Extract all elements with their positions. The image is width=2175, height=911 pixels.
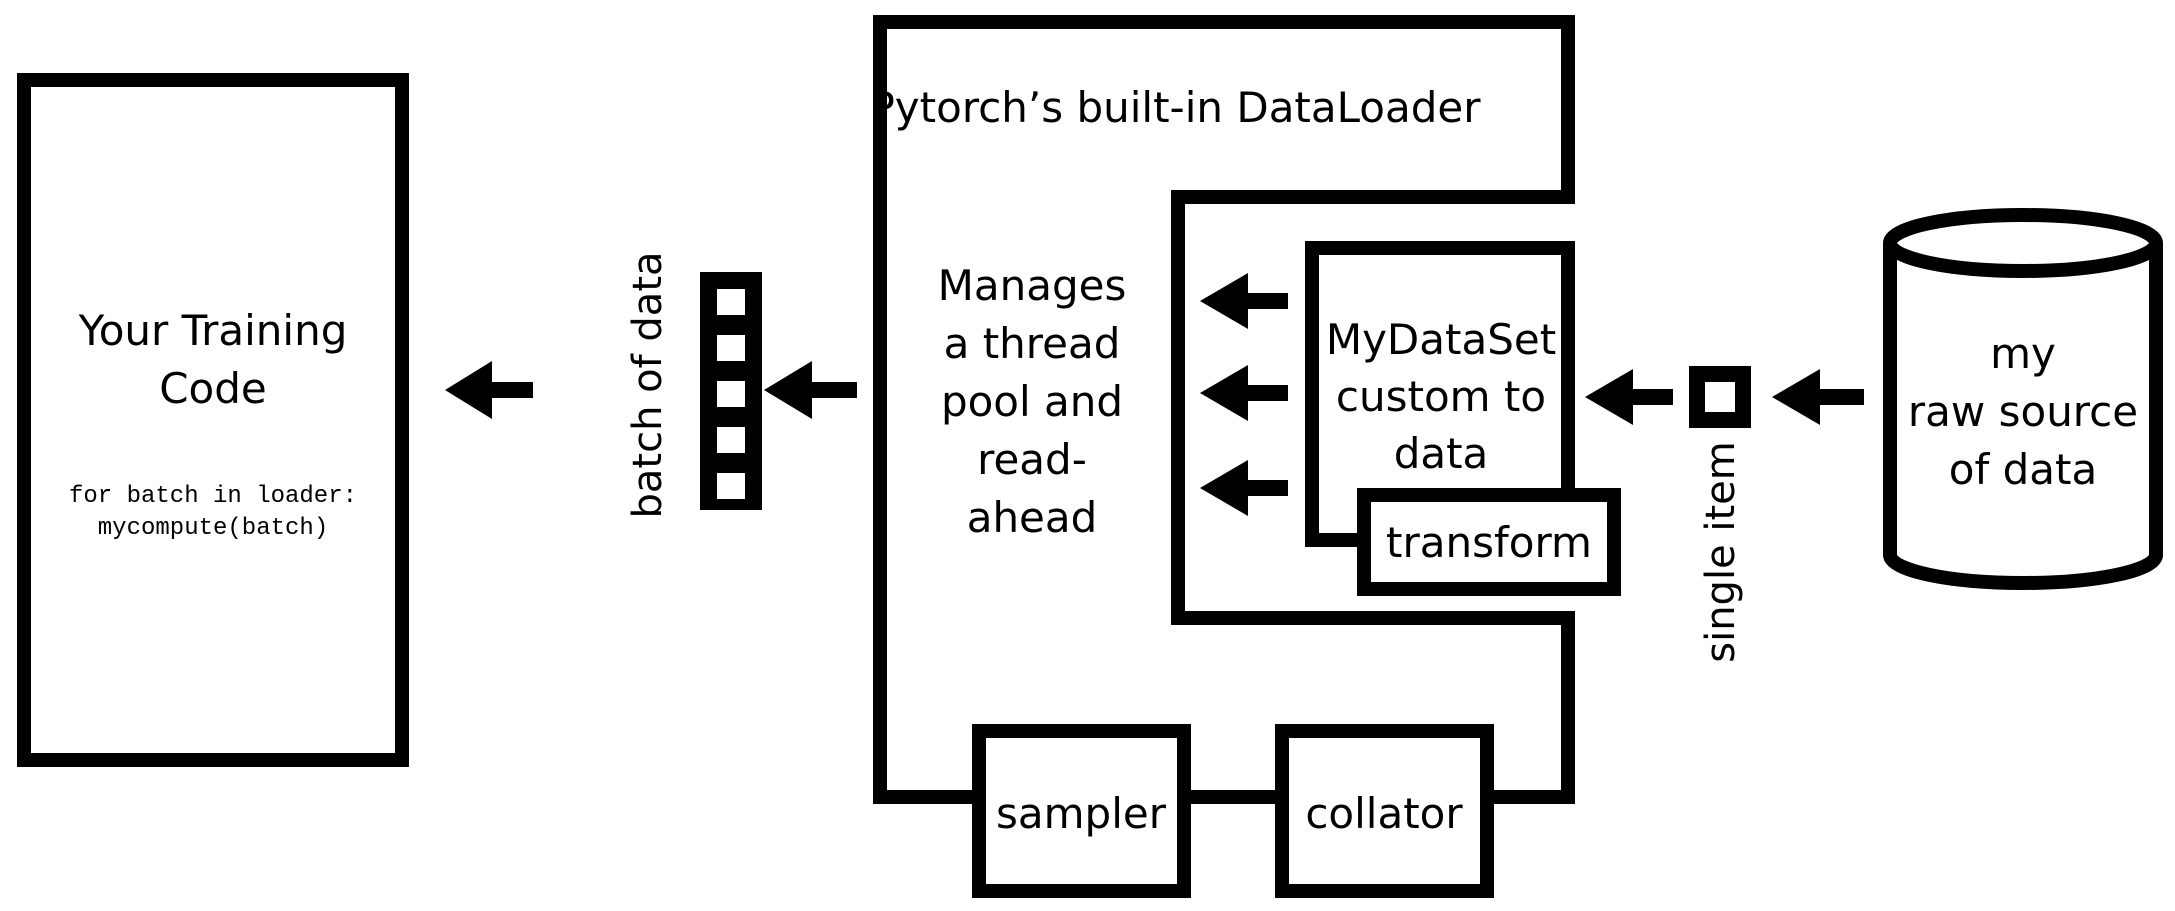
- left-arrow-icon: [1585, 369, 1673, 425]
- training-code-line1: for batch in loader:: [69, 483, 357, 510]
- mydataset-line2: custom to: [1336, 372, 1546, 421]
- source-line3: of data: [1949, 445, 2097, 494]
- sampler-label: sampler: [996, 789, 1167, 838]
- source-line2: raw source: [1908, 387, 2138, 436]
- mydataset-line3: data: [1394, 429, 1489, 478]
- source-line1: my: [1990, 329, 2056, 378]
- dataloader-desc-line5: ahead: [967, 493, 1098, 542]
- left-arrow-icon: [764, 361, 857, 419]
- single-item-label: single item: [1698, 441, 1744, 663]
- left-arrow-icon: [445, 361, 533, 419]
- collator-label: collator: [1305, 789, 1463, 838]
- training-title-line1: Your Training: [78, 306, 348, 355]
- dataloader-desc-line1: Manages: [938, 261, 1127, 310]
- left-arrow-icon: [1200, 460, 1288, 516]
- training-code-box: Your Training Code for batch in loader: …: [17, 73, 409, 767]
- training-title-line2: Code: [159, 364, 267, 413]
- sampler-box: sampler: [972, 724, 1191, 898]
- dataloader-desc-line3: pool and: [941, 377, 1123, 426]
- transform-box: transform: [1357, 488, 1621, 596]
- dataloader-title: Pytorch’s built-in DataLoader: [869, 83, 1481, 132]
- dataloader-frame: Pytorch’s built-in DataLoader Manages a …: [869, 15, 1575, 804]
- transform-label: transform: [1386, 518, 1592, 567]
- collator-box: collator: [1275, 724, 1494, 898]
- batch-stack-icon: [700, 272, 762, 510]
- mydataset-line1: MyDataSet: [1326, 315, 1556, 364]
- single-item-icon: [1689, 366, 1751, 428]
- left-arrow-icon: [1772, 369, 1864, 425]
- batch-of-data-label: batch of data: [625, 251, 671, 518]
- training-code-line2: mycompute(batch): [98, 515, 328, 542]
- dataloader-desc-line2: a thread: [944, 319, 1121, 368]
- left-arrow-icon: [1200, 273, 1288, 329]
- left-arrow-icon: [1200, 365, 1288, 421]
- database-cylinder-icon: my raw source of data: [1883, 208, 2163, 590]
- dataloader-desc-line4: read-: [977, 435, 1087, 484]
